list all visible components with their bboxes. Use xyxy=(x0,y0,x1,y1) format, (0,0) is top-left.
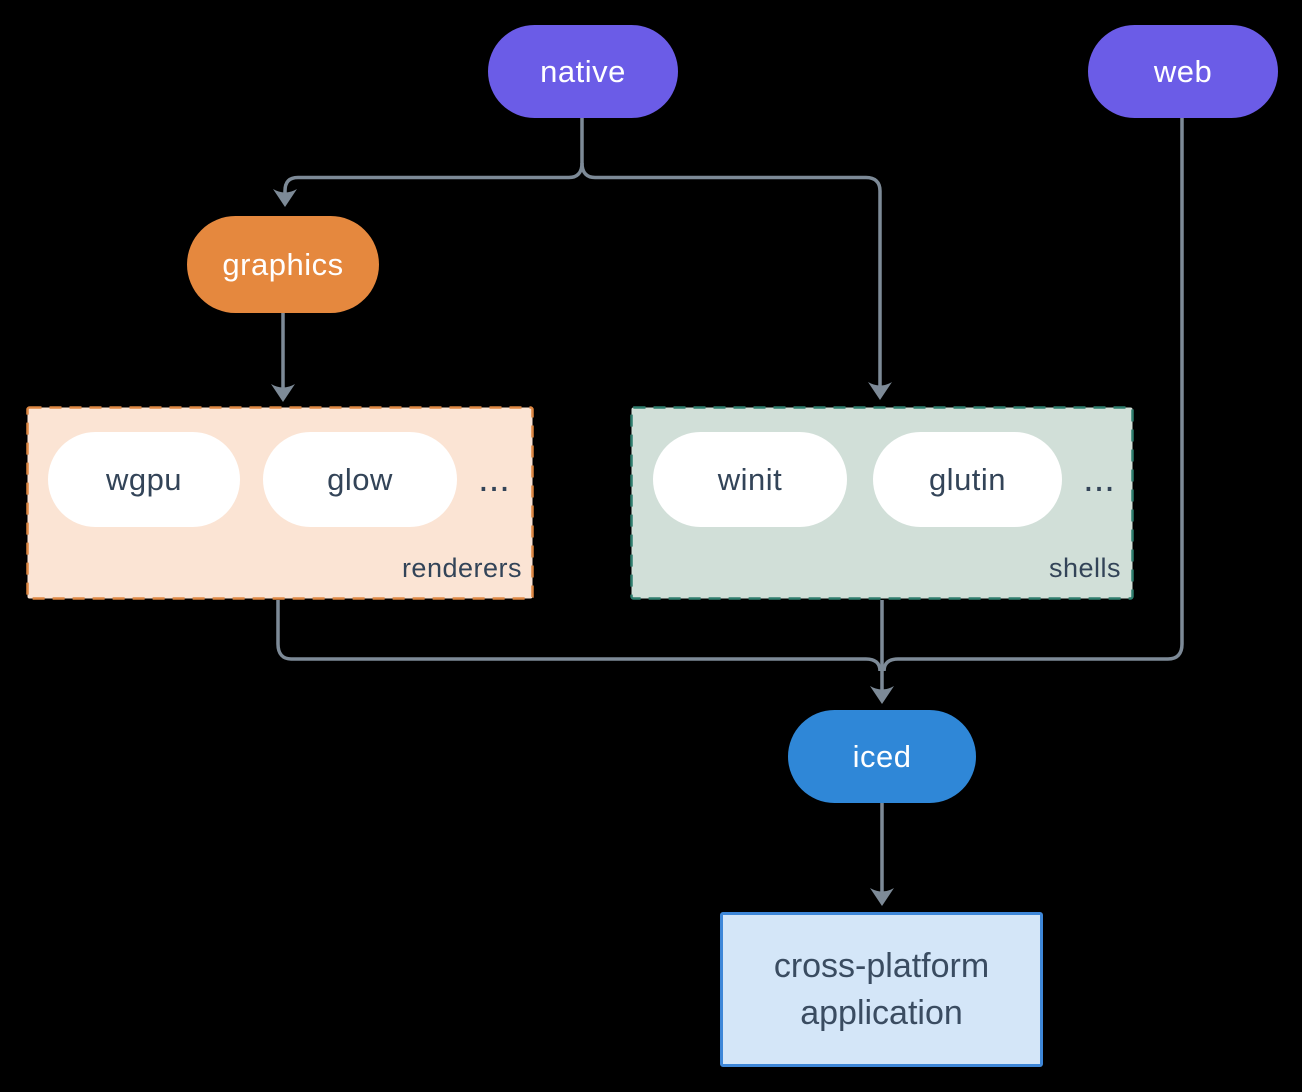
node-wgpu-label: wgpu xyxy=(105,461,183,497)
node-web: web xyxy=(1088,25,1278,118)
renderers-group-label: renderers xyxy=(401,553,522,583)
node-native: native xyxy=(488,25,678,118)
renderers-ellipsis: ... xyxy=(478,458,510,500)
node-glow-label: glow xyxy=(327,461,393,497)
node-iced: iced xyxy=(788,710,976,803)
node-iced-label: iced xyxy=(852,738,912,774)
arrowhead-into-shells xyxy=(868,382,892,400)
edge-renderers-iced xyxy=(276,600,882,672)
app-box: cross-platform application xyxy=(720,912,1043,1067)
app-box-label: cross-platform application xyxy=(773,946,990,1032)
node-native-label: native xyxy=(540,53,626,89)
arrowhead-into-graphics xyxy=(273,189,297,207)
edge-native-graphics xyxy=(283,162,584,203)
node-graphics: graphics xyxy=(187,216,379,313)
edge-web-iced xyxy=(882,118,1184,672)
edge-native-shells xyxy=(580,162,882,396)
arrowhead-into-iced xyxy=(870,686,894,704)
shells-ellipsis: ... xyxy=(1083,458,1115,500)
arrowhead-into-renderers xyxy=(271,384,295,402)
shells-group-label: shells xyxy=(1048,553,1121,583)
node-glow: glow xyxy=(263,432,457,527)
node-web-label: web xyxy=(1153,53,1213,89)
node-graphics-label: graphics xyxy=(222,246,344,282)
arrowhead-into-app xyxy=(870,888,894,906)
node-winit-label: winit xyxy=(717,461,783,497)
node-winit: winit xyxy=(653,432,847,527)
node-glutin: glutin xyxy=(873,432,1062,527)
node-wgpu: wgpu xyxy=(48,432,240,527)
node-glutin-label: glutin xyxy=(928,461,1007,497)
